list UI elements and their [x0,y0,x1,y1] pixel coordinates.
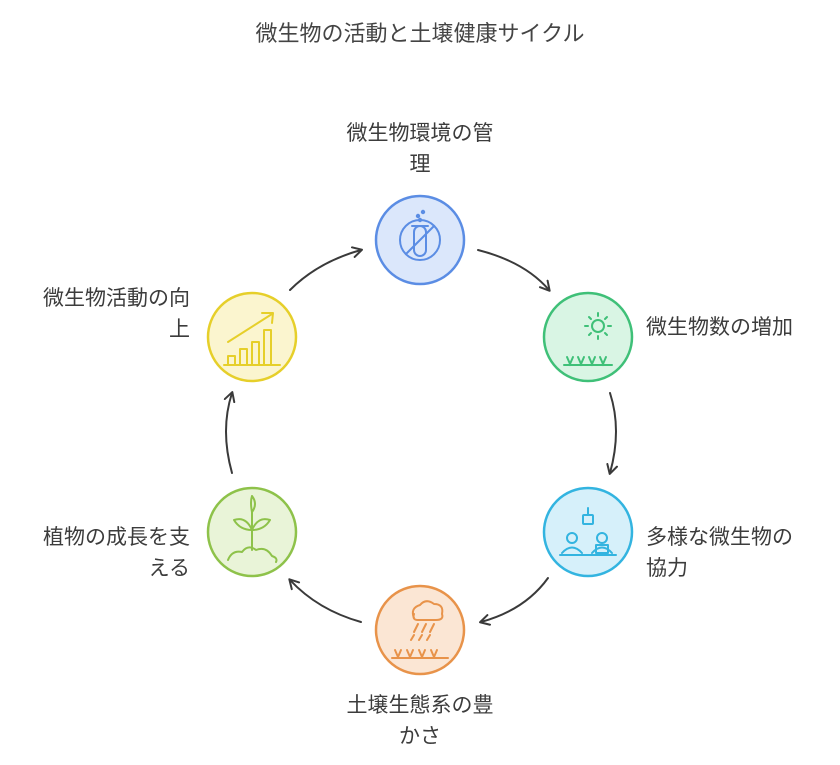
arrow-n2-n3 [606,392,618,475]
bar-chart-up-icon [223,312,281,366]
cycle-arrows [223,246,618,626]
rain-cloud-icon [391,600,449,659]
label-microbe-cooperation: 多様な微生物の 協力 [646,525,793,580]
node-plant-growth [206,486,298,578]
node-soil-ecosystem [374,584,466,676]
sprout-icon [227,495,278,563]
no-test-tube-icon [399,209,441,261]
arrow-n6-n1 [289,246,363,291]
node-microbe-environment [374,194,466,286]
node-microbe-cooperation [542,486,634,578]
team-laptop-icon [559,507,617,556]
label-microbe-activity: 微生物活動の向 上 [43,286,190,341]
arrow-n1-n2 [477,249,551,292]
arrow-n4-n5 [288,578,362,623]
node-microbe-activity [206,291,298,383]
label-microbe-environment: 微生物環境の管 理 [346,121,494,176]
diagram-title: 微生物の活動と土壌健康サイクル [255,22,585,47]
arrow-n3-n4 [479,577,549,626]
label-plant-growth: 植物の成長を支 える [43,525,190,580]
node-microbe-increase [542,291,634,383]
label-soil-ecosystem: 土壌生態系の豊 かさ [346,693,494,748]
label-microbe-increase: 微生物数の増加 [646,315,793,339]
arrow-n5-n6 [223,391,236,474]
sun-grass-icon [563,312,613,367]
